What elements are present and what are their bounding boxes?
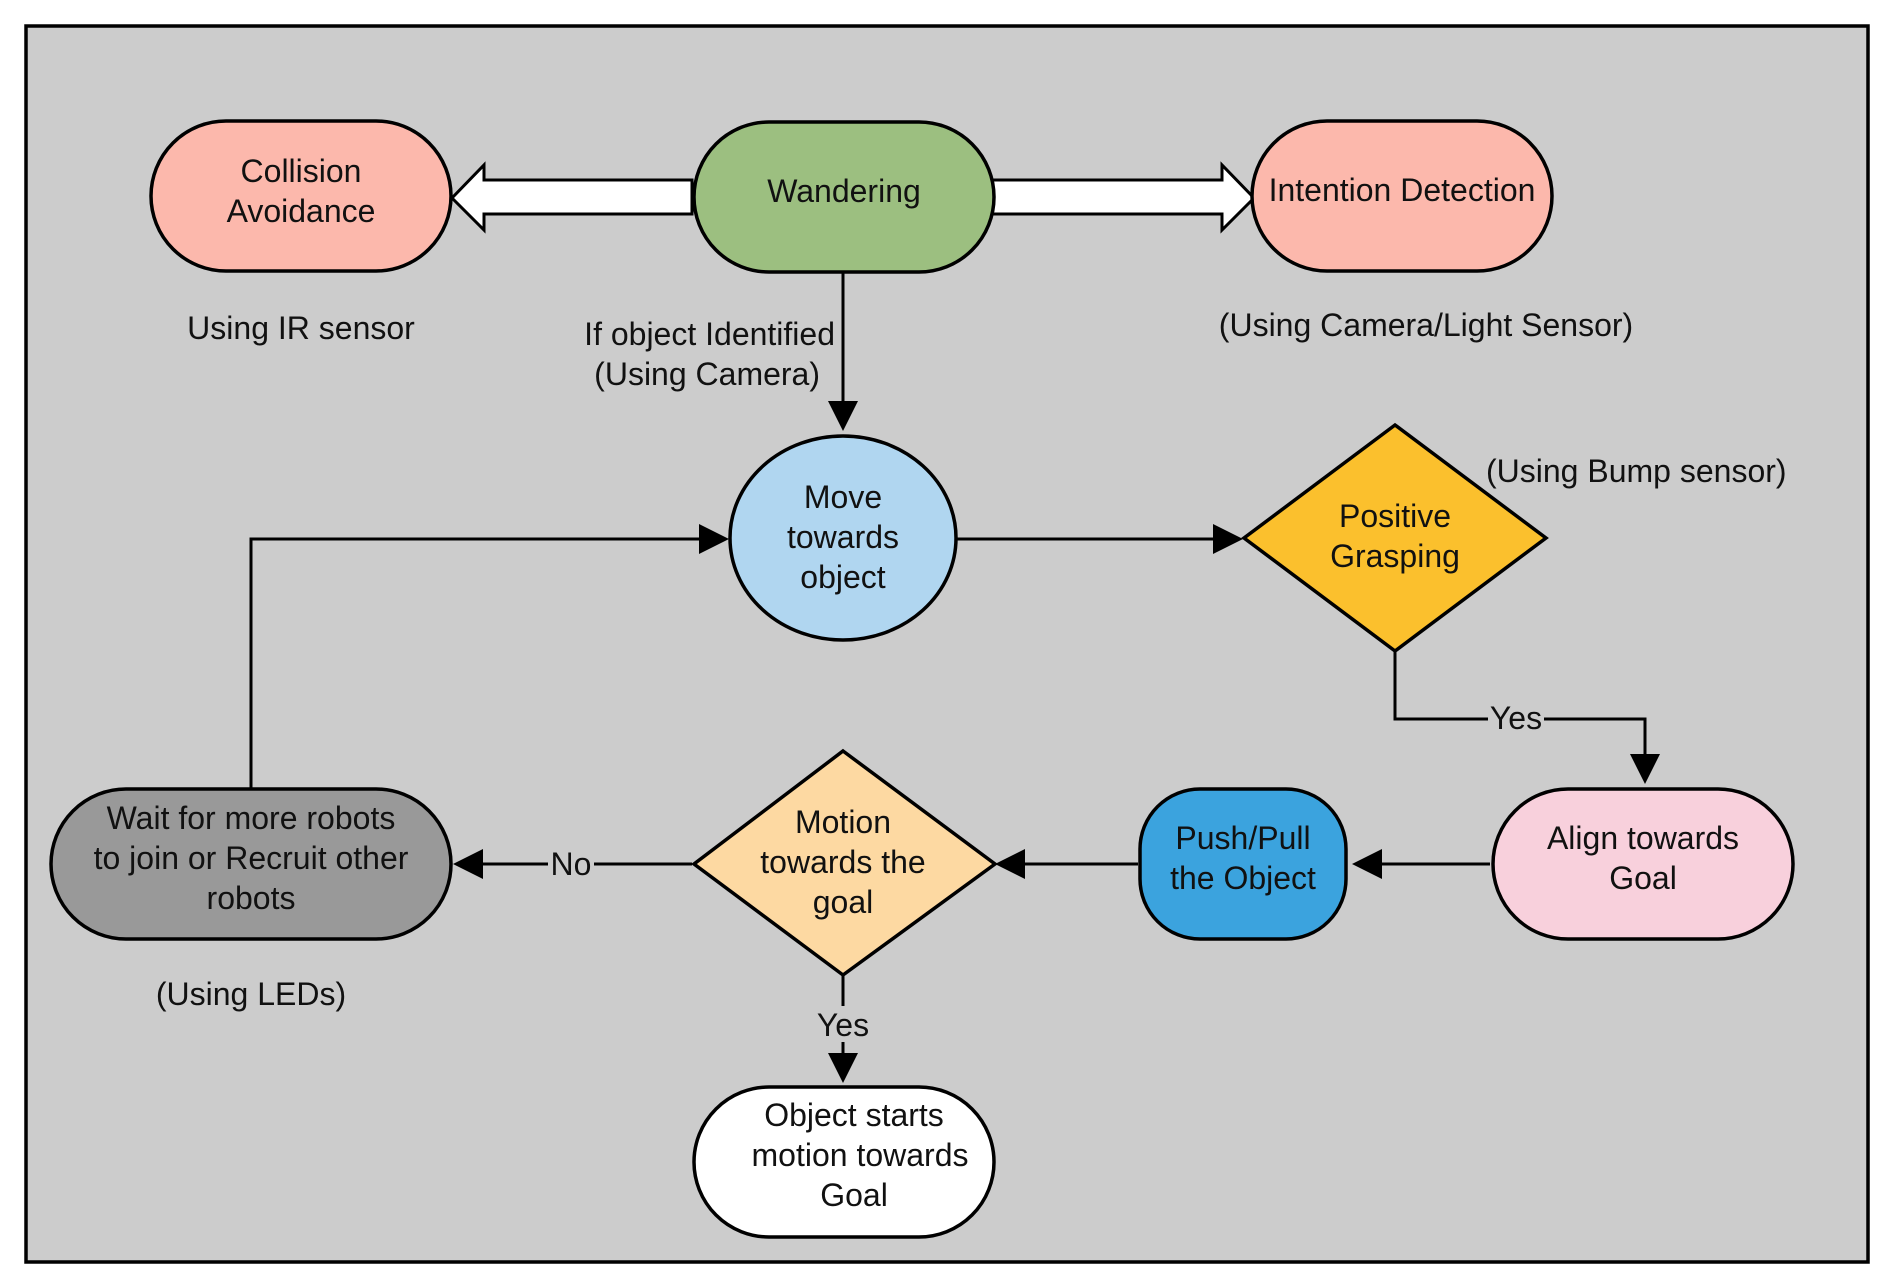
annotation-camera-light-sensor: (Using Camera/Light Sensor) bbox=[1219, 307, 1633, 343]
collision-label-line-1: Collision bbox=[241, 153, 362, 189]
edge-wait-move bbox=[249, 524, 729, 789]
annotation-using-camera: (Using Camera) bbox=[594, 356, 820, 392]
intention-detection-node bbox=[1250, 119, 1554, 273]
object-label-line-1: Object starts bbox=[764, 1097, 944, 1133]
annotation-leds: (Using LEDs) bbox=[156, 976, 346, 1012]
motion-label-line-1: Motion bbox=[795, 804, 891, 840]
motion-label-line-3: goal bbox=[813, 884, 874, 920]
motion-label-line-2: towards the bbox=[760, 844, 925, 880]
align-label-line-1: Align towards bbox=[1547, 820, 1739, 856]
move-towards-object-node bbox=[728, 434, 958, 642]
wait-label-line-2: to join or Recruit other bbox=[94, 840, 409, 876]
edge-label-yes-grasp: Yes bbox=[1490, 700, 1542, 736]
move-label-line-3: object bbox=[800, 559, 886, 595]
object-starts-motion-node bbox=[692, 1085, 996, 1239]
wait-for-robots-node bbox=[49, 787, 453, 941]
grasp-label-line-1: Positive bbox=[1339, 498, 1451, 534]
positive-grasping-node bbox=[1241, 422, 1549, 654]
edge-label-yes-motion: Yes bbox=[817, 1007, 869, 1043]
annotation-ir-sensor: Using IR sensor bbox=[187, 310, 415, 346]
motion-towards-goal-node bbox=[691, 748, 998, 978]
annotation-bump-sensor: (Using Bump sensor) bbox=[1486, 453, 1787, 489]
intention-label: Intention Detection bbox=[1269, 172, 1536, 208]
no-label-backing bbox=[548, 845, 594, 881]
wait-label-line-1: Wait for more robots bbox=[107, 800, 396, 836]
edge-label-no: No bbox=[551, 846, 592, 882]
move-label-line-2: towards bbox=[787, 519, 899, 555]
align-label-line-2: Goal bbox=[1609, 860, 1677, 896]
push-pull-object-node bbox=[1138, 787, 1348, 941]
yes-label-backing-2 bbox=[813, 1006, 873, 1042]
object-label-line-3: Goal bbox=[820, 1177, 888, 1213]
object-label-line-2: motion towards bbox=[752, 1137, 969, 1173]
push-label-line-2: the Object bbox=[1170, 860, 1316, 896]
align-towards-goal-node bbox=[1491, 787, 1795, 941]
wait-label-line-3: robots bbox=[207, 880, 296, 916]
collision-avoidance-node bbox=[149, 119, 453, 273]
yes-label-backing-1 bbox=[1488, 700, 1544, 736]
arrow-to-collision bbox=[449, 161, 694, 234]
wandering-node bbox=[692, 120, 996, 274]
grasp-label-line-2: Grasping bbox=[1330, 538, 1460, 574]
collision-label-line-2: Avoidance bbox=[227, 193, 376, 229]
move-label-line-1: Move bbox=[804, 479, 882, 515]
push-label-line-1: Push/Pull bbox=[1175, 820, 1310, 856]
wandering-label: Wandering bbox=[767, 173, 921, 209]
annotation-object-identified: If object Identified bbox=[584, 316, 835, 352]
arrow-to-intention bbox=[990, 161, 1257, 234]
